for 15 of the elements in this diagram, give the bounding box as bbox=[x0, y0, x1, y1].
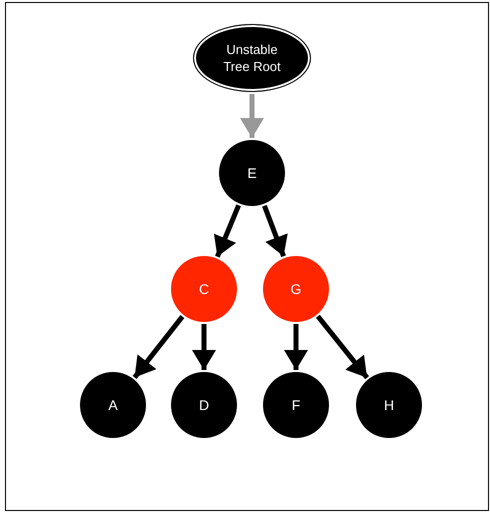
node-label: H bbox=[384, 396, 394, 414]
arrow bbox=[214, 204, 241, 258]
node-label: A bbox=[108, 396, 118, 414]
node-label: D bbox=[198, 396, 210, 414]
node-label: C bbox=[198, 280, 210, 298]
node-label: F bbox=[292, 396, 300, 414]
arrow bbox=[316, 314, 370, 380]
arrow bbox=[284, 324, 308, 370]
arrow bbox=[262, 204, 288, 258]
node-label: E bbox=[247, 164, 257, 182]
arrow bbox=[132, 315, 184, 379]
arrow bbox=[240, 94, 264, 138]
arrow bbox=[192, 324, 216, 370]
node-label: Unstable Tree Root bbox=[222, 41, 282, 75]
node-label: G bbox=[290, 280, 302, 298]
